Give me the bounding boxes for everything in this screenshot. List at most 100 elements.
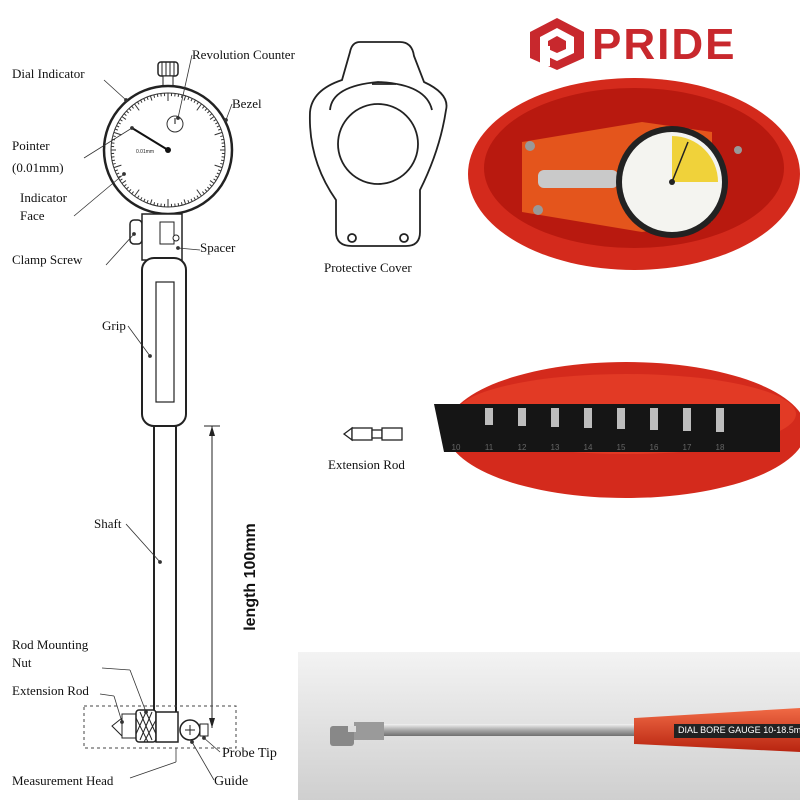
dial-tick xyxy=(131,105,134,109)
dial-tick xyxy=(190,98,193,102)
label-pointer: Pointer xyxy=(12,138,50,153)
dial-tick xyxy=(114,169,118,172)
label-pointer-unit: (0.01mm) xyxy=(12,160,64,175)
label-probe-tip: Probe Tip xyxy=(222,746,277,761)
dial-tick xyxy=(134,189,140,197)
dial-tick xyxy=(177,93,180,98)
dial-tick xyxy=(209,113,213,116)
dial-tick xyxy=(116,172,120,175)
dial-tick xyxy=(128,189,132,192)
dial-tick xyxy=(177,202,180,207)
dial-tick xyxy=(196,103,202,111)
label-rod-mounting: Rod Mounting xyxy=(12,637,89,652)
dial-tick xyxy=(196,101,199,105)
dial-tick xyxy=(220,162,224,165)
dial-tick xyxy=(215,122,219,125)
dial-tick xyxy=(183,95,187,101)
dial-tick xyxy=(126,110,129,114)
rod-size-label: 16 xyxy=(650,443,659,452)
label-revolution-counter: Revolution Counter xyxy=(192,47,295,62)
label-dial-indicator: Dial Indicator xyxy=(12,66,85,81)
rod-size-label: 15 xyxy=(617,443,626,452)
dial-tick xyxy=(134,103,140,111)
dial-tick xyxy=(112,162,116,165)
dial-tick xyxy=(140,197,143,201)
dial-tick xyxy=(121,116,127,120)
dial-tick xyxy=(128,108,132,111)
extension-rod-piece xyxy=(716,408,724,432)
dial-tick xyxy=(121,180,127,184)
dial-tick xyxy=(207,186,210,190)
dial-tick xyxy=(113,131,122,136)
label-extension-rod-left: Extension Rod xyxy=(12,683,89,698)
label-grip: Grip xyxy=(102,318,126,333)
photo-dial-in-case xyxy=(462,72,800,276)
dial-tick xyxy=(214,131,223,136)
dial-tick xyxy=(153,202,156,206)
label-protective-cover: Protective Cover xyxy=(324,260,412,275)
brand-name: PRIDE xyxy=(592,20,737,69)
label-bezel: Bezel xyxy=(232,96,262,111)
dial-tick xyxy=(116,125,120,128)
dial-tick xyxy=(113,164,122,169)
dial-tick xyxy=(114,128,118,131)
dial-tick xyxy=(153,94,156,98)
dial-tick xyxy=(218,169,222,172)
dial-tick xyxy=(216,172,220,175)
dial-tick xyxy=(137,195,140,199)
dial-tick xyxy=(117,122,121,125)
dial-tick xyxy=(156,93,159,98)
dial-tick xyxy=(180,202,183,206)
dial-tick xyxy=(213,178,217,181)
label-indicator: Indicator xyxy=(20,190,67,205)
dial-tick xyxy=(146,200,149,204)
dial-tick xyxy=(117,175,121,178)
rod-size-label: 14 xyxy=(584,443,593,452)
rod-size-label: 17 xyxy=(683,443,692,452)
label-shaft: Shaft xyxy=(94,516,122,531)
dial-tick xyxy=(218,128,222,131)
dial-tick xyxy=(187,96,190,100)
dial-tick xyxy=(216,125,220,128)
dial-tick xyxy=(140,99,143,103)
label-measurement-head: Measurement Head xyxy=(12,773,114,788)
dial-tick xyxy=(220,159,225,162)
label-extension-rod: Extension Rod xyxy=(328,457,405,472)
dial-tick xyxy=(119,178,123,181)
extension-rod-piece xyxy=(617,408,625,429)
label-spacer: Spacer xyxy=(200,240,236,255)
dial-tick xyxy=(209,180,215,184)
dial-tick xyxy=(156,202,159,207)
dial-tick xyxy=(193,99,196,103)
extension-rod-piece xyxy=(584,408,592,428)
dial-unit: 0.01mm xyxy=(136,149,154,155)
rod-size-label: 18 xyxy=(716,443,725,452)
dial-tick xyxy=(131,191,134,195)
dial-tick xyxy=(123,184,127,187)
dial-tick xyxy=(187,200,190,204)
dial-tick xyxy=(209,116,215,120)
dial-tick xyxy=(183,199,187,205)
rod-size-label: 12 xyxy=(518,443,527,452)
label-length: length 100mm xyxy=(242,523,259,631)
dial-tick xyxy=(112,135,116,138)
dial-tick xyxy=(202,191,205,195)
dial-tick xyxy=(196,195,199,199)
dial-tick xyxy=(119,119,123,122)
dial-tick xyxy=(204,189,208,192)
dial-tick xyxy=(137,101,140,105)
extension-rod-piece xyxy=(485,408,493,425)
dial-tick xyxy=(215,175,219,178)
pride-logo-icon xyxy=(530,18,584,70)
dial-tick xyxy=(180,94,183,98)
dial-tick xyxy=(146,96,149,100)
rod-size-label: 10 xyxy=(452,443,461,452)
dial-tick xyxy=(204,108,208,111)
label-nut: Nut xyxy=(12,655,32,670)
dial-tick xyxy=(213,119,217,122)
photo-gauge-probe: DIAL BORE GAUGE 10-18.5mm xyxy=(298,652,800,800)
label-face: Face xyxy=(20,208,45,223)
dial-tick xyxy=(123,113,127,116)
